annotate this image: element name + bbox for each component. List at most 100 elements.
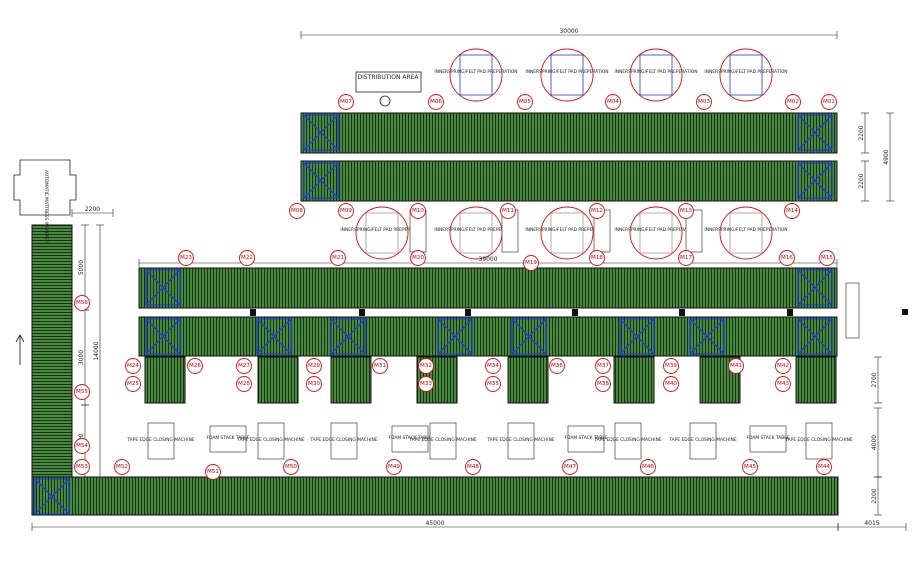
machine-tag-label: M26 bbox=[189, 363, 201, 369]
foam-stack-table: FOAM STACK TABLE bbox=[564, 425, 608, 453]
machine-tag-label: M19 bbox=[525, 260, 537, 266]
machine-tag-label: M01 bbox=[823, 99, 835, 105]
machine-tag-m22: M22 bbox=[239, 250, 255, 266]
pad-prep-station: INNERSPRING/FELT PAD PREPERATION bbox=[704, 48, 788, 102]
machine-tag-m42: M42 bbox=[775, 358, 791, 374]
pallet bbox=[437, 318, 473, 355]
conveyor-stub bbox=[795, 356, 837, 404]
tape-edge-machine: TAPE EDGE CLOSING MACHINE bbox=[408, 422, 477, 460]
dimension-label: 4015 bbox=[864, 520, 879, 527]
machine-tag-m20: M20 bbox=[410, 250, 426, 266]
machine-tag-label: M40 bbox=[665, 381, 677, 387]
machine-tag-label: M30 bbox=[308, 381, 320, 387]
machine-tag-m47: M47 bbox=[562, 459, 578, 475]
machine-tag-label: M09 bbox=[340, 208, 352, 214]
machine-tag-label: M51 bbox=[207, 469, 219, 475]
pad-prep-station: INNERSPRING/FELT PAD PREPERATION bbox=[704, 206, 788, 260]
tape-edge-machine: TAPE EDGE CLOSING MACHINE bbox=[784, 422, 853, 460]
pallet bbox=[797, 162, 833, 199]
machine-tag-label: M32 bbox=[420, 363, 432, 369]
machine-tag-label: M50 bbox=[285, 464, 297, 470]
dimension-label: 30000 bbox=[559, 28, 578, 35]
pallet bbox=[797, 269, 833, 306]
machine-tag-label: M38 bbox=[597, 381, 609, 387]
machine-tag-label: M22 bbox=[241, 255, 253, 261]
machine-tag-label: M11 bbox=[502, 208, 514, 214]
pad-prep-label: INNERSPRING/FELT PAD PREPERATION bbox=[525, 69, 608, 75]
machine-tag-m38: M38 bbox=[595, 376, 611, 392]
machine-tag-m08: M08 bbox=[289, 203, 305, 219]
machine-tag-label: M44 bbox=[818, 464, 830, 470]
foam-stack-table: FOAM STACK TABLE bbox=[746, 425, 790, 453]
foam-stack-table: FOAM STACK TABLE bbox=[388, 425, 432, 453]
machine-tag-label: M47 bbox=[564, 464, 576, 470]
machine-tag-label: M43 bbox=[777, 381, 789, 387]
machine-tag-label: M45 bbox=[744, 464, 756, 470]
foam-stack-label: FOAM STACK TABLE bbox=[206, 435, 249, 441]
machine-tag-m29: M29 bbox=[306, 358, 322, 374]
machine-tag-m48: M48 bbox=[465, 459, 481, 475]
dimension-label: 2200 bbox=[871, 488, 878, 503]
mattress-wrapper: AUTOMATIC MATTRESS WRAPPER bbox=[13, 159, 77, 243]
pad-prep-label: INNERSPRING/FELT PAD PREPERATION bbox=[614, 69, 697, 75]
dimension-label: 4900 bbox=[883, 149, 890, 164]
post bbox=[359, 309, 365, 316]
machine-tag-m37: M37 bbox=[595, 358, 611, 374]
machine-tag-label: M03 bbox=[698, 99, 710, 105]
machine-tag-m41: M41 bbox=[728, 358, 744, 374]
machine-tag-m34: M34 bbox=[485, 358, 501, 374]
tape-edge-label: TAPE EDGE CLOSING MACHINE bbox=[593, 437, 662, 443]
foam-stack-label: FOAM STACK TABLE bbox=[746, 435, 789, 441]
machine-tag-label: M06 bbox=[430, 99, 442, 105]
machine-tag-m51: M51 bbox=[205, 464, 221, 480]
conveyor-stub bbox=[330, 356, 372, 404]
distribution-area-label: DISTRIBUTION AREA bbox=[357, 74, 419, 81]
machine-tag-m43: M43 bbox=[775, 376, 791, 392]
pallet bbox=[145, 269, 181, 306]
pallet bbox=[797, 318, 833, 355]
machine-tag-m21: M21 bbox=[330, 250, 346, 266]
machine-tag-m01: M01 bbox=[821, 94, 837, 110]
machine-tag-label: M18 bbox=[591, 255, 603, 261]
tape-edge-label: TAPE EDGE CLOSING MACHINE bbox=[236, 437, 305, 443]
pallet bbox=[303, 114, 339, 151]
pad-prep-label: INNERSPRING/FELT PAD PREPERATION bbox=[614, 227, 697, 233]
machine-tag-label: M35 bbox=[487, 381, 499, 387]
operator-icon bbox=[379, 95, 391, 107]
machine-tag-m18: M18 bbox=[589, 250, 605, 266]
tape-edge-machine: TAPE EDGE CLOSING MACHINE bbox=[309, 422, 378, 460]
side-table bbox=[685, 209, 703, 253]
post bbox=[679, 309, 685, 316]
dimension-label: 5000 bbox=[78, 260, 85, 275]
machine-tag-label: M36 bbox=[551, 363, 563, 369]
machine-tag-m26: M26 bbox=[187, 358, 203, 374]
conveyor-stub bbox=[507, 356, 549, 404]
tape-edge-label: TAPE EDGE CLOSING MACHINE bbox=[784, 437, 853, 443]
dimension-label: 2200 bbox=[858, 125, 865, 140]
machine-tag-label: M07 bbox=[340, 99, 352, 105]
machine-tag-label: M14 bbox=[786, 208, 798, 214]
machine-tag-label: M16 bbox=[781, 255, 793, 261]
pallet bbox=[797, 114, 833, 151]
dimension-label: 3000 bbox=[78, 350, 85, 365]
tape-edge-machine: TAPE EDGE CLOSING MACHINE bbox=[126, 422, 195, 460]
pallet bbox=[145, 318, 181, 355]
machine-tag-label: M10 bbox=[412, 208, 424, 214]
machine-tag-m54: M54 bbox=[74, 438, 90, 454]
conveyor-row-1 bbox=[300, 112, 838, 154]
machine-tag-label: M21 bbox=[332, 255, 344, 261]
dimension-label: 2700 bbox=[871, 372, 878, 387]
pad-prep-station: INNERSPRING/FELT PAD PREPERATION bbox=[340, 206, 424, 260]
conveyor-bottom bbox=[31, 476, 839, 516]
machine-tag-m49: M49 bbox=[386, 459, 402, 475]
pallet bbox=[303, 162, 339, 199]
machine-tag-label: M34 bbox=[487, 363, 499, 369]
machine-tag-m03: M03 bbox=[696, 94, 712, 110]
machine-tag-label: M39 bbox=[665, 363, 677, 369]
pad-prep-label: INNERSPRING/FELT PAD PREPERATION bbox=[704, 69, 787, 75]
post bbox=[465, 309, 471, 316]
pallet bbox=[511, 318, 547, 355]
